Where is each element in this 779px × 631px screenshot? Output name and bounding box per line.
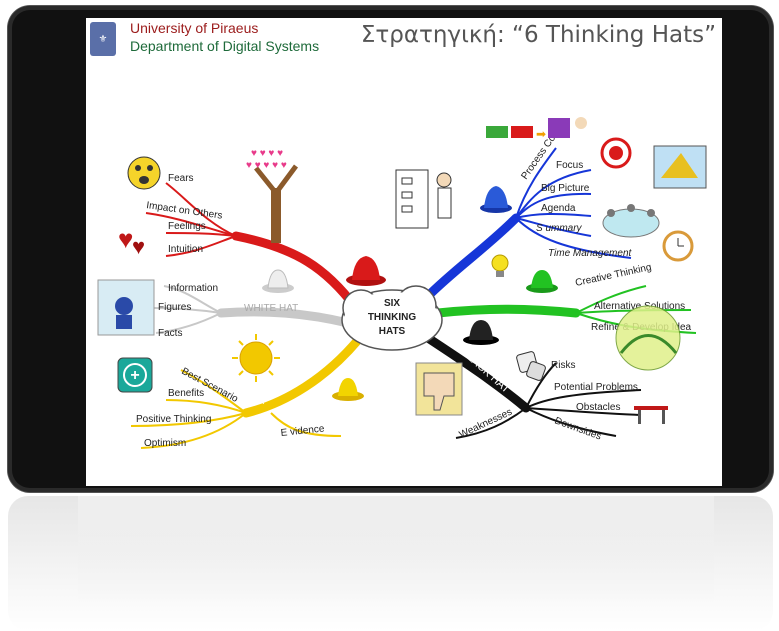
process-cars-icon: ➡: [486, 117, 587, 141]
heart-tree-icon: ♥ ♥ ♥ ♥ ♥ ♥ ♥ ♥ ♥: [246, 148, 299, 243]
center-node: SIX THINKING HATS: [341, 285, 443, 351]
blue-item-focus: Focus: [556, 160, 583, 171]
green-item-alternative-solutions: Alternative Solutions: [594, 301, 685, 312]
blue-item-time-management: Time Management: [548, 248, 633, 259]
slide-title: Στρατηγική: “6 Thinking Hats”: [360, 22, 716, 48]
data-board-icon: [97, 279, 155, 336]
sun-icon: [232, 334, 280, 382]
scared-face-icon: [127, 156, 161, 190]
red-item-feelings: Feelings: [168, 221, 206, 232]
university-name: University of Piraeus: [130, 20, 259, 36]
green-item-creative-thinking: Creative Thinking: [574, 262, 652, 289]
red-hat-icon: [346, 256, 386, 286]
slide: ⚜ University of Piraeus Department of Di…: [86, 18, 722, 486]
white-hat-branch: Information Figures Facts WHITE HAT: [153, 283, 353, 339]
svg-text:➡: ➡: [536, 127, 546, 141]
slide-frame: ⚜ University of Piraeus Department of Di…: [8, 6, 773, 492]
white-hat-icon: [262, 269, 294, 293]
red-item-fears: Fears: [168, 173, 194, 184]
department-name: Department of Digital Systems: [130, 38, 320, 54]
black-item-obstacles: Obstacles: [576, 402, 620, 413]
yellow-hat-icon: [332, 378, 364, 401]
yellow-item-optimism: Optimism: [144, 438, 186, 449]
red-item-impact: Impact on Others: [146, 200, 223, 222]
black-item-weaknesses: Weaknesses: [458, 407, 514, 441]
center-line-2: THINKING: [368, 312, 417, 323]
svg-text:♥: ♥: [132, 234, 145, 259]
svg-text:♥ ♥ ♥ ♥: ♥ ♥ ♥ ♥: [251, 148, 283, 159]
blue-hat-icon: [480, 186, 512, 213]
university-logo-icon: ⚜: [90, 22, 116, 56]
svg-text:♥: ♥: [118, 224, 133, 254]
red-item-intuition: Intuition: [168, 244, 203, 255]
clock-icon: [662, 230, 694, 262]
white-item-information: Information: [168, 283, 218, 294]
mind-map: Fears Impact on Others Feelings Intuitio…: [97, 117, 707, 449]
black-item-potential-problems: Potential Problems: [554, 382, 638, 393]
hearts-icon: ♥ ♥: [118, 224, 145, 259]
plus-button-icon: +: [117, 357, 153, 393]
black-item-downsides: Downsides: [553, 415, 603, 442]
yellow-item-best-scenario: Best Scenario: [180, 366, 241, 405]
white-item-figures: Figures: [158, 302, 191, 313]
green-hat-icon: [526, 270, 558, 293]
yellow-item-evidence: E vidence: [280, 423, 325, 439]
green-hat-label: GREEN HAT: [465, 286, 529, 304]
black-hat-label: BLACK HAT: [459, 346, 512, 395]
blue-item-agenda: Agenda: [541, 203, 576, 214]
lightbulb-icon: [491, 254, 509, 277]
black-hat-icon: [463, 320, 499, 345]
yellow-item-positive-thinking: Positive Thinking: [136, 414, 211, 425]
thumbs-down-icon: [415, 362, 463, 416]
hurdles-icon: [634, 406, 668, 424]
center-line-3: HATS: [379, 326, 406, 337]
blue-hat-branch: Process Control Focus Big Picture Agenda…: [421, 117, 633, 303]
yellow-item-benefits: Benefits: [168, 388, 204, 399]
white-item-facts: Facts: [158, 328, 182, 339]
idea-globe-icon: [615, 305, 681, 371]
center-line-1: SIX: [384, 298, 400, 309]
svg-text:+: +: [130, 367, 139, 384]
black-item-risks: Risks: [551, 360, 575, 371]
target-icon: [600, 137, 632, 169]
compass-icon: [653, 145, 707, 189]
dice-icon: [516, 351, 546, 381]
svg-text:♥ ♥ ♥ ♥ ♥: ♥ ♥ ♥ ♥ ♥: [246, 160, 287, 171]
meeting-table-icon: [602, 204, 660, 238]
blue-item-big-picture: Big Picture: [541, 183, 590, 194]
slide-reflection: [8, 496, 773, 631]
white-hat-label: WHITE HAT: [244, 303, 298, 314]
flowchart-person-icon: [395, 169, 452, 229]
blue-item-summary: S ummary: [536, 223, 583, 234]
